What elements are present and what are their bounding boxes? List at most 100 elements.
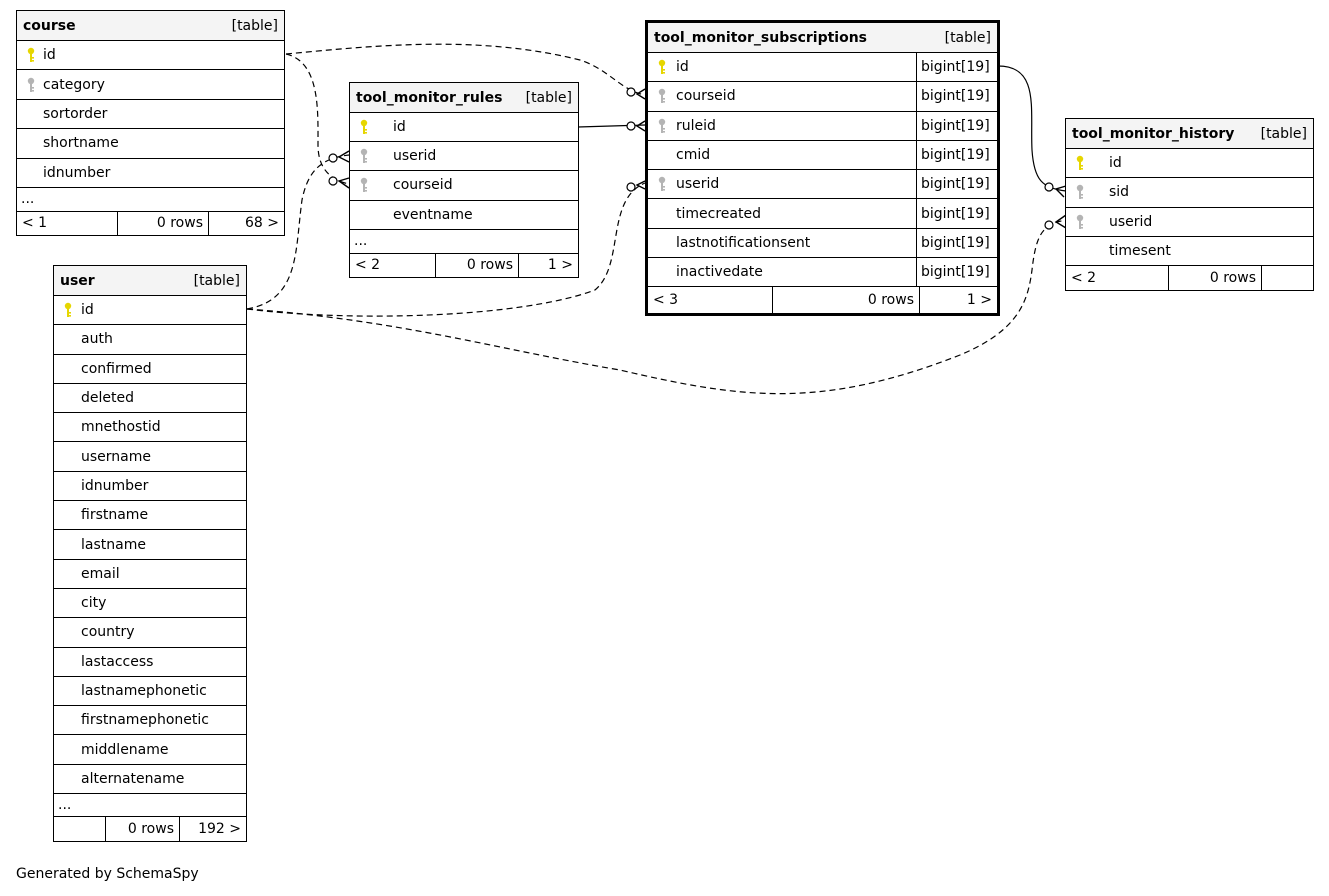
column-row-firstnamephonetic[interactable]: firstnamephonetic (54, 706, 246, 736)
row-count: 0 rows (772, 287, 919, 314)
children-count[interactable]: 192 > (179, 817, 246, 842)
column-name: category (43, 76, 105, 93)
column-name: email (81, 565, 120, 582)
column-row-userid[interactable]: userid (350, 142, 578, 172)
column-row-courseid[interactable]: courseid (350, 171, 578, 201)
edge-user-history (246, 219, 1067, 395)
column-row-id[interactable]: id (1066, 149, 1313, 179)
column-row-alternatename[interactable]: alternatename (54, 765, 246, 795)
column-name: inactivedate (676, 264, 763, 281)
table-name: tool_monitor_rules (356, 89, 503, 106)
column-name: sid (1109, 184, 1130, 201)
column-name: auth (81, 331, 113, 348)
column-row-country[interactable]: country (54, 618, 246, 648)
children-count[interactable] (1261, 266, 1313, 291)
parents-count[interactable]: < 1 (22, 215, 48, 232)
column-type: bigint[19] (916, 199, 997, 228)
table-footer: < 3 0 rows 1 > (648, 287, 997, 314)
column-row-id[interactable]: id (54, 296, 246, 326)
column-row-lastaccess[interactable]: lastaccess (54, 648, 246, 677)
column-row-sortorder[interactable]: sortorder (17, 100, 284, 130)
column-row-lastname[interactable]: lastname (54, 530, 246, 560)
edge-end-circle (1044, 182, 1054, 192)
children-count[interactable]: 1 > (518, 253, 578, 277)
parents-count[interactable]: < 2 (1071, 270, 1097, 287)
column-row-idnumber[interactable]: idnumber (17, 159, 284, 188)
column-cell: email (54, 560, 246, 588)
column-name: shortname (43, 135, 119, 152)
column-row-userid[interactable]: userid (1066, 208, 1313, 237)
column-row-username[interactable]: username (54, 442, 246, 472)
children-count[interactable]: 68 > (208, 211, 284, 235)
crowfoot-icon (635, 120, 646, 132)
column-row-city[interactable]: city (54, 589, 246, 619)
column-row-email[interactable]: email (54, 560, 246, 589)
column-row-deleted[interactable]: deleted (54, 384, 246, 414)
column-type: bigint[19] (916, 140, 997, 170)
column-row-middlename[interactable]: middlename (54, 735, 246, 765)
column-cell: ruleid (648, 112, 916, 140)
column-cell: inactivedate (648, 258, 916, 286)
column-row-firstname[interactable]: firstname (54, 501, 246, 531)
generated-by-credit: Generated by SchemaSpy (16, 866, 199, 882)
column-name: timecreated (676, 205, 761, 222)
column-cell: city (54, 589, 246, 617)
foreign-key-icon (360, 177, 368, 193)
column-row-eventname[interactable]: eventname (350, 201, 578, 230)
row-count: 0 rows (105, 817, 179, 842)
children-count[interactable]: 1 > (919, 287, 997, 314)
column-name: firstname (81, 507, 149, 524)
column-cell: id (350, 113, 578, 141)
column-name: middlename (81, 741, 169, 758)
column-row-lastnamephonetic[interactable]: lastnamephonetic (54, 677, 246, 707)
column-row-id[interactable]: id (350, 113, 578, 143)
parents-count[interactable]: < 3 (653, 292, 679, 309)
primary-key-icon (27, 47, 35, 63)
column-row-mnethostid[interactable]: mnethostid (54, 413, 246, 443)
table-footer: < 2 0 rows (1066, 266, 1313, 291)
row-count: 0 rows (435, 253, 518, 277)
column-row-shortname[interactable]: shortname (17, 129, 284, 159)
column-name: sortorder (43, 105, 108, 122)
column-row-timesent[interactable]: timesent (1066, 237, 1313, 267)
edge-end-circle (328, 176, 338, 186)
column-name: courseid (676, 88, 736, 105)
column-name: deleted (81, 390, 134, 407)
edge-end-circle (626, 87, 636, 97)
parents-count[interactable]: < 2 (355, 257, 381, 274)
more-columns: ... (17, 188, 284, 212)
column-type: bigint[19] (916, 53, 997, 82)
column-row-auth[interactable]: auth (54, 325, 246, 355)
column-row-id[interactable]: id (17, 41, 284, 71)
column-row-timecreated[interactable]: timecreated bigint[19] (648, 199, 997, 229)
column-name: userid (676, 176, 720, 193)
column-name: confirmed (81, 360, 152, 377)
parents-count[interactable] (54, 817, 105, 841)
foreign-key-icon (658, 176, 666, 192)
column-cell: lastnamephonetic (54, 677, 246, 705)
column-name: mnethostid (81, 419, 161, 436)
column-cell: sortorder (17, 100, 284, 128)
column-row-idnumber[interactable]: idnumber (54, 472, 246, 502)
foreign-key-icon (1076, 214, 1084, 230)
table-type: [table] (944, 29, 991, 46)
crowfoot-icon (1054, 214, 1067, 229)
column-name: userid (1109, 213, 1153, 230)
column-name: lastnotificationsent (676, 234, 811, 251)
column-row-sid[interactable]: sid (1066, 178, 1313, 208)
column-cell: id (17, 41, 284, 69)
column-row-confirmed[interactable]: confirmed (54, 355, 246, 384)
column-row-category[interactable]: category (17, 70, 284, 100)
